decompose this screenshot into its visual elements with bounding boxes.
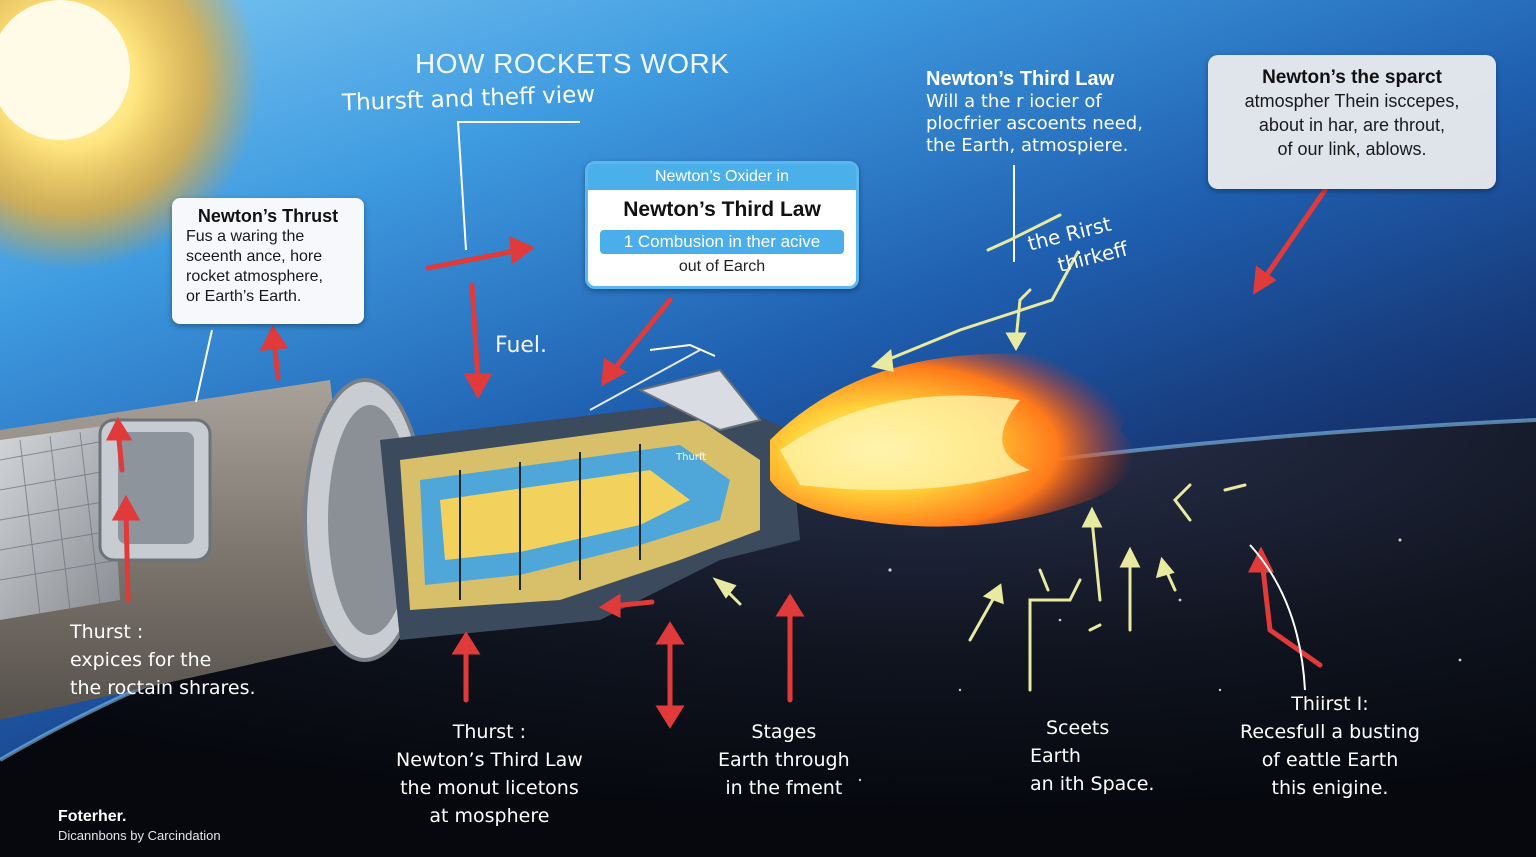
sparct-card: Newton’s the sparct atmospher Thein iscc… (1208, 55, 1496, 189)
annotation-line: Stages (751, 721, 817, 743)
annotation-stages: Stages Earth through in the fment (718, 718, 850, 802)
annotation-line: the roctain shrares. (70, 677, 256, 699)
annotation-sceets: Sceets Earth an ith Space. (1030, 714, 1154, 798)
engine-tag: Thurft (676, 452, 707, 463)
callout-heading: Newton’s Third Law (926, 68, 1115, 90)
third-law-card: Newton’s Oxider in Newton’s Third Law 1 … (585, 161, 859, 289)
annotation-line: of eattle Earth (1261, 749, 1399, 771)
annotation-line: in the fment (725, 777, 843, 799)
annotation-thrust-left: Thurst : expices for the the roctain shr… (70, 618, 256, 702)
card-line: atmospher Thein isccepes, (1244, 91, 1460, 111)
annotation-line: the monut licetons (400, 777, 579, 799)
card-line: rocket atmosphere, (186, 268, 323, 285)
third-law-callout: Newton’s Third Law Will a the r iocier o… (926, 68, 1143, 157)
card-line: Fus a waring the (186, 228, 305, 245)
annotation-line: expices for the (70, 649, 212, 671)
card-heading: Newton’s Thrust (197, 206, 339, 226)
annotation-line: this enigine. (1271, 777, 1389, 799)
earth-horizon (0, 420, 1536, 857)
annotation-line: Thurst : (452, 721, 527, 743)
card-line: of our link, ablows. (1277, 139, 1427, 159)
credit-line: Dicannbons by Carcindation (58, 828, 221, 843)
exhaust-flame (770, 353, 1135, 527)
annotation-thrust-middle: Thurst : Newton’s Third Law the monut li… (396, 718, 583, 830)
yellow-arrows (712, 213, 1247, 692)
callout-line: plocfrier ascoents need, (926, 113, 1143, 134)
stars (858, 538, 1462, 782)
red-arrows (105, 187, 1328, 729)
credit-name: Foterher. (58, 808, 127, 825)
card-footer: out of Earch (678, 258, 766, 275)
card-heading: Newton’s the sparct (1262, 67, 1442, 88)
card-header-strip: Newton’s Oxider in (588, 164, 856, 190)
card-line: sceenth ance, hore (186, 248, 323, 265)
annotation-thrust-right: Thiirst I: Recesfull a busting of eattle… (1240, 690, 1420, 802)
fuel-label: Fuel. (495, 333, 548, 358)
callout-line: the Earth, atmospiere. (926, 135, 1129, 156)
annotation-line: Sceets (1046, 717, 1110, 739)
annotation-line: Newton’s Third Law (396, 749, 583, 771)
page-title: HOW ROCKETS WORK (415, 48, 730, 79)
card-line: or Earth’s Earth. (186, 288, 302, 305)
card-heading: Newton’s Third Law (623, 198, 821, 221)
annotation-line: an ith Space. (1030, 773, 1155, 795)
rocket-body (0, 349, 800, 720)
annotation-line: Earth (1030, 745, 1081, 767)
pointer-lines (195, 121, 1306, 691)
annotation-line: Thiirst I: (1291, 693, 1369, 715)
newtons-thrust-card: Newton’s Thrust Fus a waring the sceenth… (172, 198, 364, 324)
annotation-line: at mosphere (429, 805, 550, 827)
callout-line: Will a the r iocier of (926, 91, 1102, 112)
annotation-line: Earth through (718, 749, 850, 771)
annotation-line: Recesfull a busting (1240, 721, 1420, 743)
annotation-line: Thurst : (70, 621, 144, 643)
combustion-pill: 1 Combusion in ther acive (600, 230, 844, 254)
card-line: about in har, are throut, (1258, 115, 1446, 135)
